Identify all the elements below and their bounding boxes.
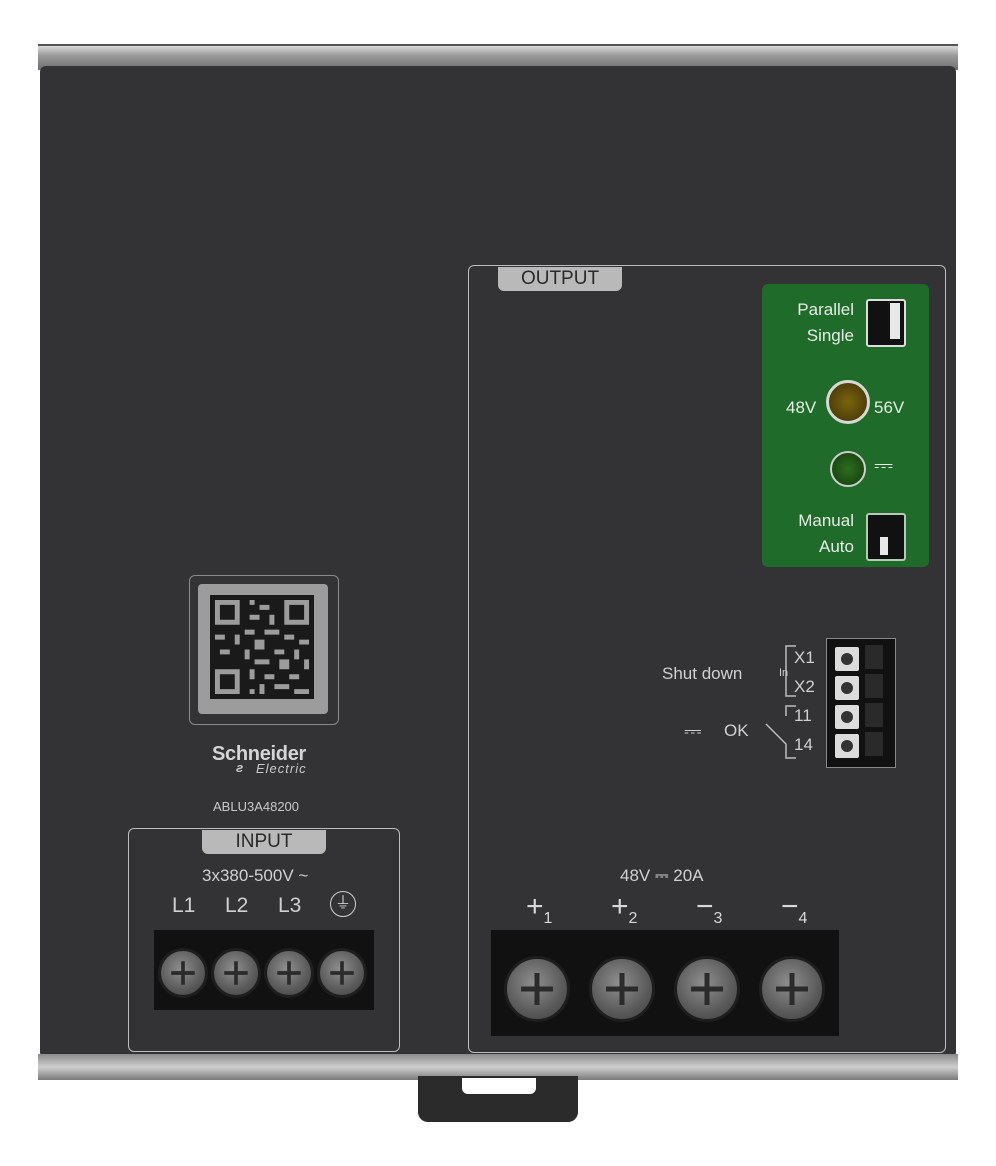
switch-lever: [890, 303, 900, 339]
terminal-label-l1: L1: [172, 894, 196, 917]
manual-label: Manual: [798, 511, 854, 530]
signal-wiring-lines: [765, 645, 796, 759]
pin-11-label: 11: [794, 706, 812, 725]
signal-terminal-x2[interactable]: [835, 676, 859, 700]
input-screw-l3[interactable]: [264, 948, 314, 998]
signal-terminal-block: [826, 638, 896, 768]
din-rail-top: [38, 44, 958, 70]
voltage-adjust-potentiometer[interactable]: [826, 380, 870, 424]
brand-logo-icon: ƨ: [236, 760, 244, 775]
screw-cross-icon: [330, 961, 354, 985]
terminal-label-l3: L3: [278, 894, 302, 917]
output-tab-label: OUTPUT: [498, 267, 622, 291]
output-panel: [468, 265, 946, 1053]
voltage-max-label: 56V: [874, 398, 905, 417]
signal-terminal-x1[interactable]: [835, 647, 859, 671]
shutdown-label: Shut down: [662, 664, 743, 683]
input-screw-l1[interactable]: [158, 948, 208, 998]
screw-cross-icon: [224, 961, 248, 985]
output-screw-4[interactable]: [759, 956, 825, 1022]
signal-terminal-11[interactable]: [835, 705, 859, 729]
input-tab-label: INPUT: [202, 830, 326, 854]
terminal-label-l2: L2: [225, 894, 249, 917]
terminal-label-plus-1: +1: [526, 890, 553, 927]
terminal-label-plus-2: +2: [611, 890, 638, 927]
qr-code[interactable]: [210, 595, 314, 699]
single-label: Single: [806, 326, 854, 345]
dc-ok-led: [830, 451, 866, 487]
ok-label: OK: [724, 721, 749, 740]
screw-cross-icon: [691, 973, 723, 1005]
signal-terminal-14[interactable]: [835, 734, 859, 758]
pin-x1-label: X1: [794, 648, 815, 667]
screw-cross-icon: [171, 961, 195, 985]
screw-cross-icon: [776, 973, 808, 1005]
brand-name: Schneider: [212, 743, 306, 765]
manual-auto-switch[interactable]: [866, 513, 906, 561]
output-screw-1[interactable]: [504, 956, 570, 1022]
input-panel: [128, 828, 400, 1052]
brand-sub: Electric: [256, 761, 307, 776]
input-rating: 3x380-500V ~: [202, 866, 309, 885]
parallel-label: Parallel: [797, 300, 854, 319]
switch-lever: [880, 537, 888, 555]
dc-ok-symbol: ⎓: [874, 452, 894, 479]
output-screw-3[interactable]: [674, 956, 740, 1022]
qr-code-frame: [189, 575, 339, 725]
input-screw-ground[interactable]: [317, 948, 367, 998]
ok-symbol: ⎓: [684, 718, 702, 743]
terminal-label-minus-3: −3: [696, 890, 723, 927]
model-number: ABLU3A48200: [213, 799, 300, 814]
pin-x2-label: X2: [794, 677, 815, 696]
screw-cross-icon: [277, 961, 301, 985]
input-screw-l2[interactable]: [211, 948, 261, 998]
output-rating: 48V ⎓ 20A: [620, 866, 704, 885]
screw-cross-icon: [521, 973, 553, 1005]
voltage-min-label: 48V: [786, 398, 817, 417]
auto-label: Auto: [819, 537, 854, 556]
in-label: In: [779, 667, 789, 679]
pin-14-label: 14: [794, 735, 813, 754]
output-screw-2[interactable]: [589, 956, 655, 1022]
wire-entry-slots: [865, 645, 883, 759]
din-clip-hole: [462, 1078, 536, 1094]
parallel-single-switch[interactable]: [866, 299, 906, 347]
ground-icon: ⏚: [330, 891, 356, 917]
terminal-label-minus-4: −4: [781, 890, 808, 927]
din-rail-bottom: [38, 1054, 958, 1080]
screw-cross-icon: [606, 973, 638, 1005]
